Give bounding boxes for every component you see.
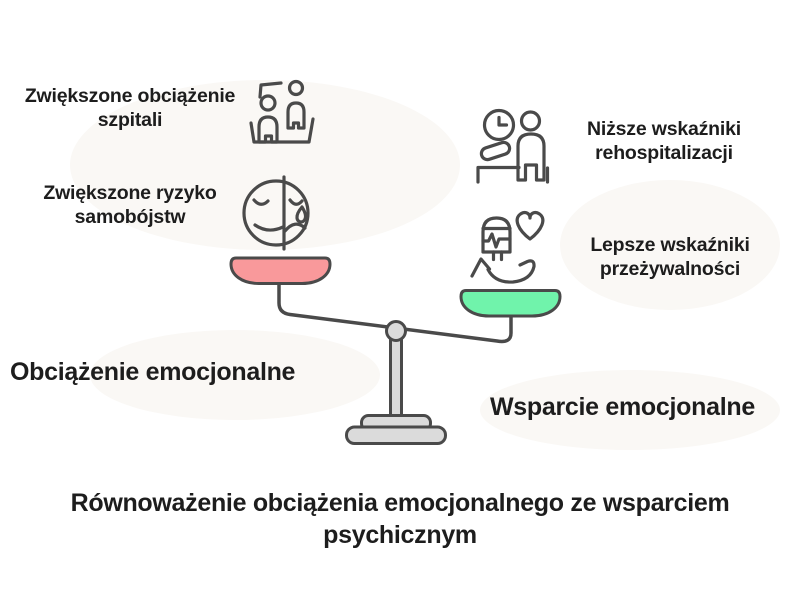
- decorative-blob: [90, 330, 380, 420]
- label-rehospitalization: Niższe wskaźniki rehospitalizacji: [587, 118, 741, 164]
- label-survival-rates: Lepsze wskaźniki przeżywalności: [590, 234, 750, 280]
- sad-crying-split-face-icon: [242, 175, 310, 251]
- scale-left-pan: [229, 256, 332, 285]
- decorative-blob: [560, 180, 780, 310]
- label-emotional-support-side: Wsparcie emocjonalne: [490, 393, 755, 421]
- label-emotional-burden-side: Obciążenie emocjonalne: [10, 358, 296, 386]
- balance-scale: [229, 256, 562, 445]
- page-title: Równoważenie obciążenia emocjonalnego ze…: [70, 489, 730, 549]
- recovery-clock-patient-icon: [476, 108, 550, 184]
- label-hospital-burden: Zwiększone obciążenie szpitali: [24, 85, 236, 131]
- patients-on-platform-icon: [249, 79, 315, 144]
- scale-column: [389, 335, 403, 421]
- decorative-blob: [480, 370, 780, 450]
- label-suicide-risk: Zwiększone ryzyko samobójstw: [43, 182, 217, 228]
- scale-pivot: [385, 320, 407, 342]
- scale-right-pan: [459, 289, 562, 318]
- health-monitor-heart-icon: [470, 210, 545, 284]
- scale-base-lower: [345, 425, 447, 445]
